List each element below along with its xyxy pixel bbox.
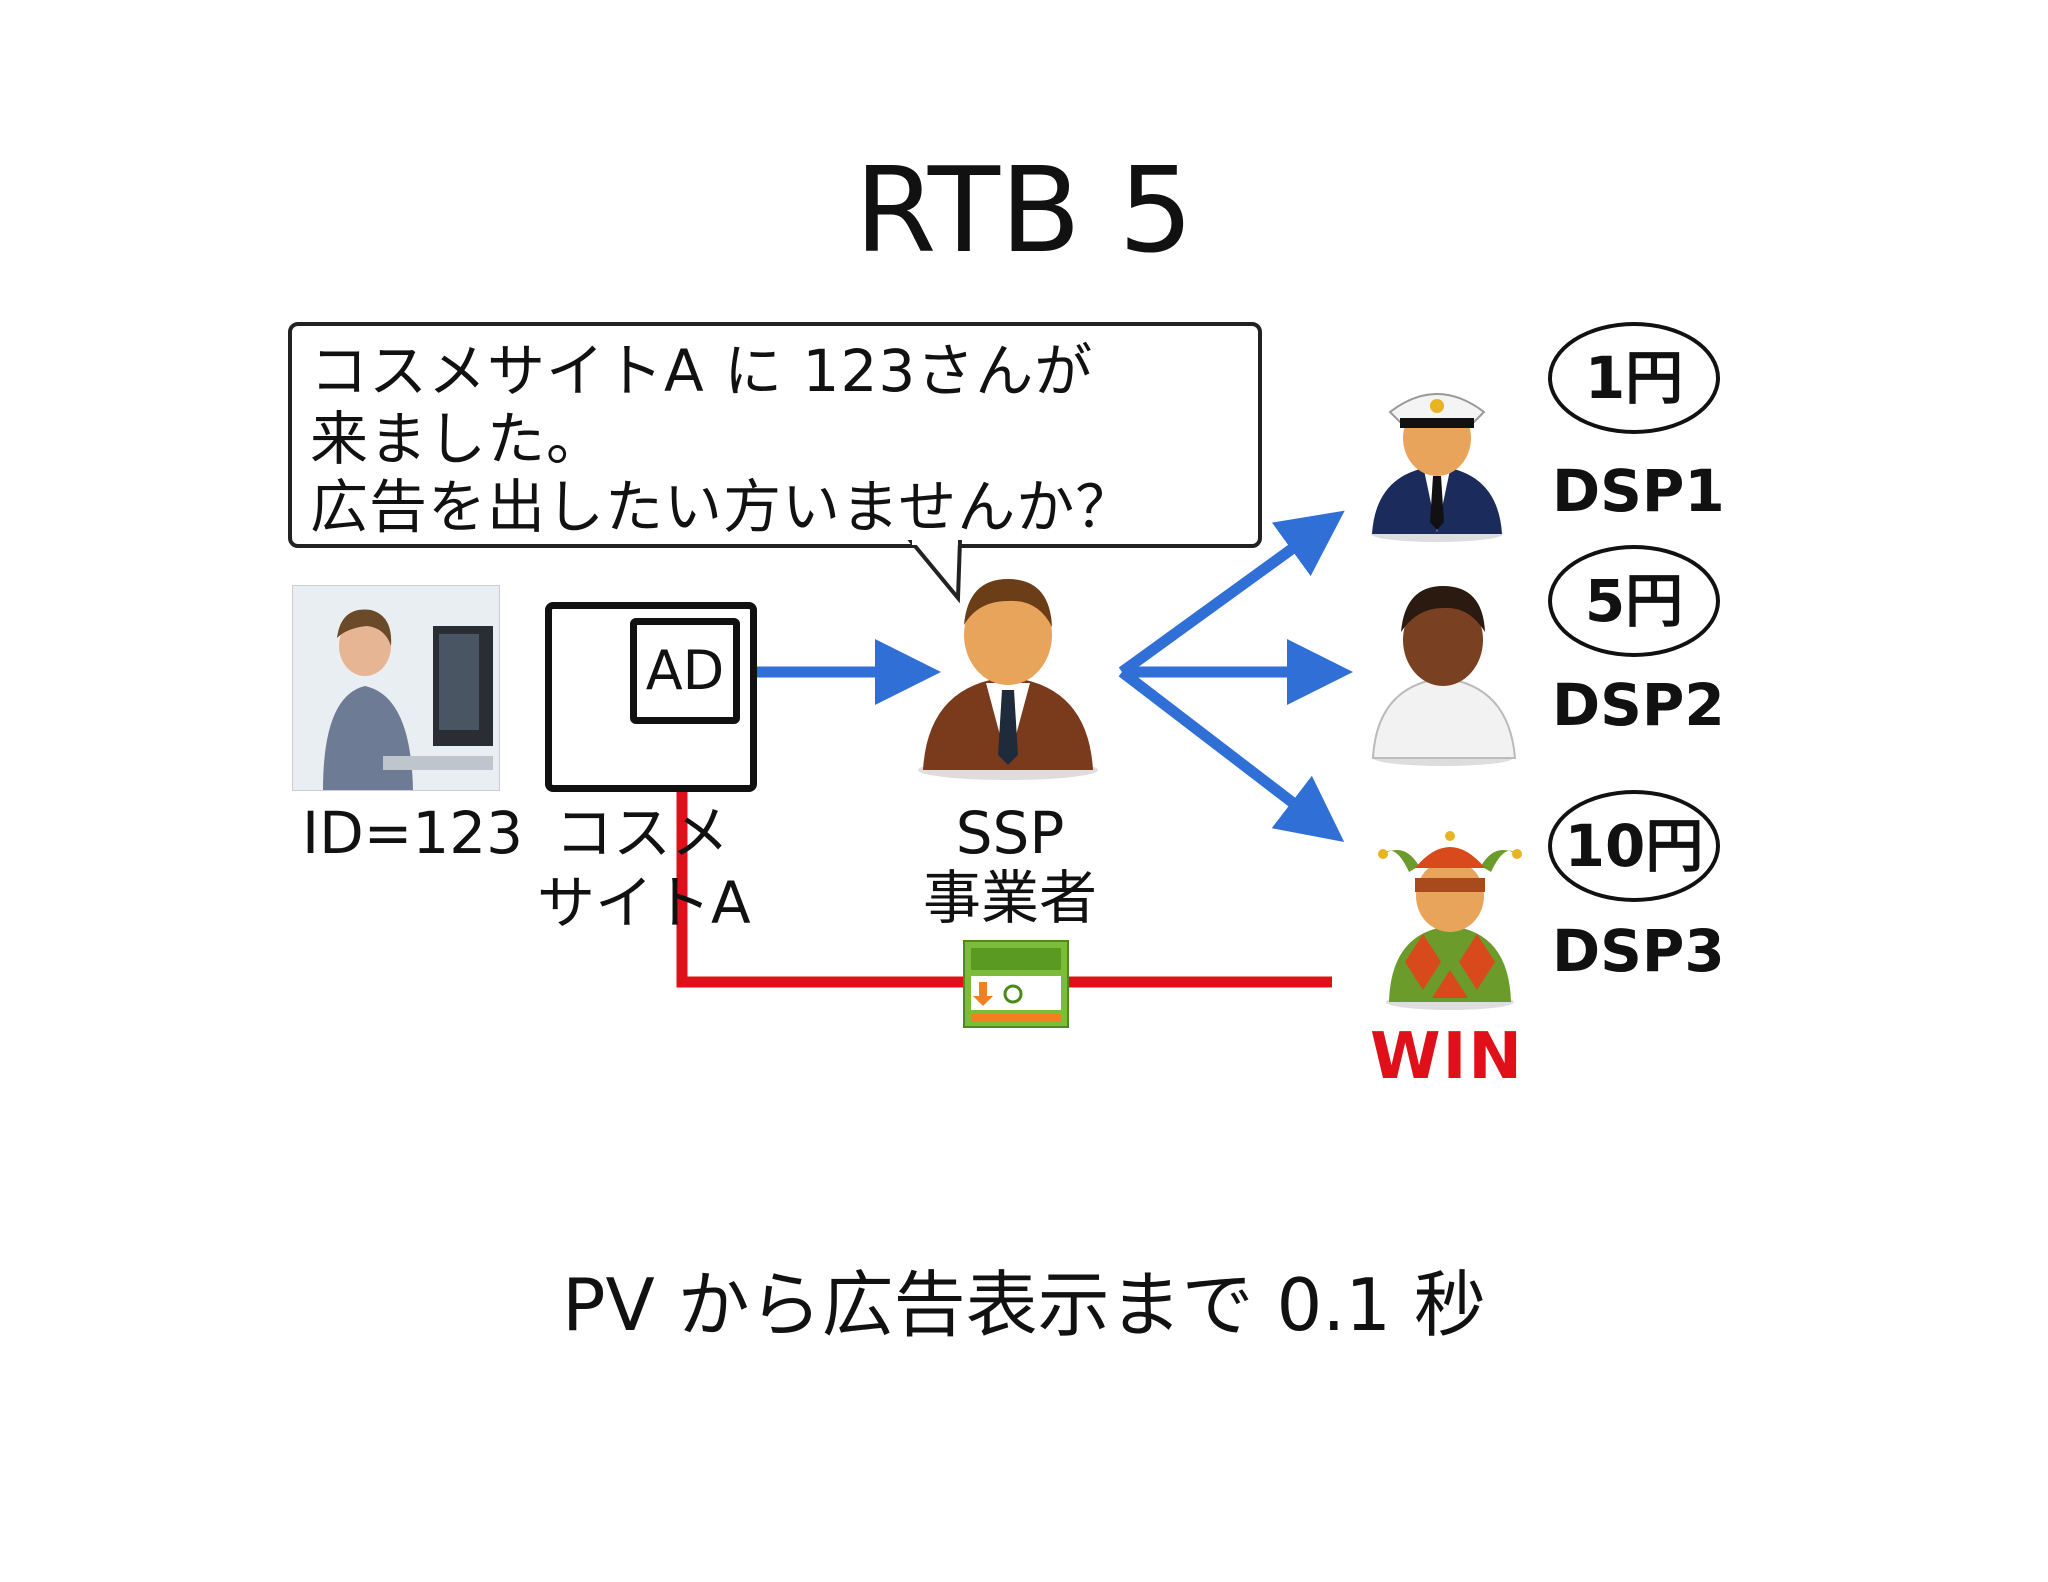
- dsp1-bid-bubble: 1円: [1548, 322, 1720, 434]
- person-icon: [1371, 586, 1517, 766]
- site-label-line-2: サイトA: [537, 869, 751, 937]
- woman-at-computer-photo: [292, 585, 500, 791]
- win-label: WIN: [1370, 1020, 1524, 1094]
- ssp-businessman-icon: [918, 579, 1098, 780]
- speech-tail: [907, 540, 963, 604]
- win-response-arrow: [649, 712, 1332, 988]
- ssp-speech-box: コスメサイトA に 123さんが 来ました。 広告を出したい方いませんか？: [288, 322, 1262, 548]
- dsp3-bid-bubble: 10円: [1548, 790, 1720, 902]
- dsp2-bid-bubble: 5円: [1548, 545, 1720, 657]
- speech-line-2: 来ました。: [310, 405, 606, 473]
- speech-line-1: コスメサイトA に 123さんが: [310, 337, 1094, 405]
- ssp-label-line-1: SSP: [955, 799, 1065, 867]
- captain-icon: [1371, 393, 1503, 542]
- caption: PV から広告表示まで 0.1 秒: [562, 1263, 1486, 1347]
- ssp-to-dsp1-arrow: [1118, 510, 1345, 677]
- dsp3-label: DSP3: [1552, 917, 1725, 985]
- slide-title: RTB 5: [854, 141, 1194, 279]
- ad-banner-icon: [963, 940, 1069, 1028]
- dsp1-label: DSP1: [1552, 457, 1725, 525]
- ad-slot: AD: [630, 618, 740, 724]
- user-id-label: ID=123: [302, 799, 524, 867]
- ssp-to-dsp3-arrow: [1118, 667, 1345, 843]
- jester-icon: [1378, 831, 1522, 1010]
- ssp-label-line-2: 事業者: [922, 864, 1097, 932]
- speech-line-3: 広告を出したい方いませんか？: [310, 473, 1135, 541]
- dsp2-label: DSP2: [1552, 671, 1725, 739]
- site-label-line-1: コスメ: [555, 799, 730, 867]
